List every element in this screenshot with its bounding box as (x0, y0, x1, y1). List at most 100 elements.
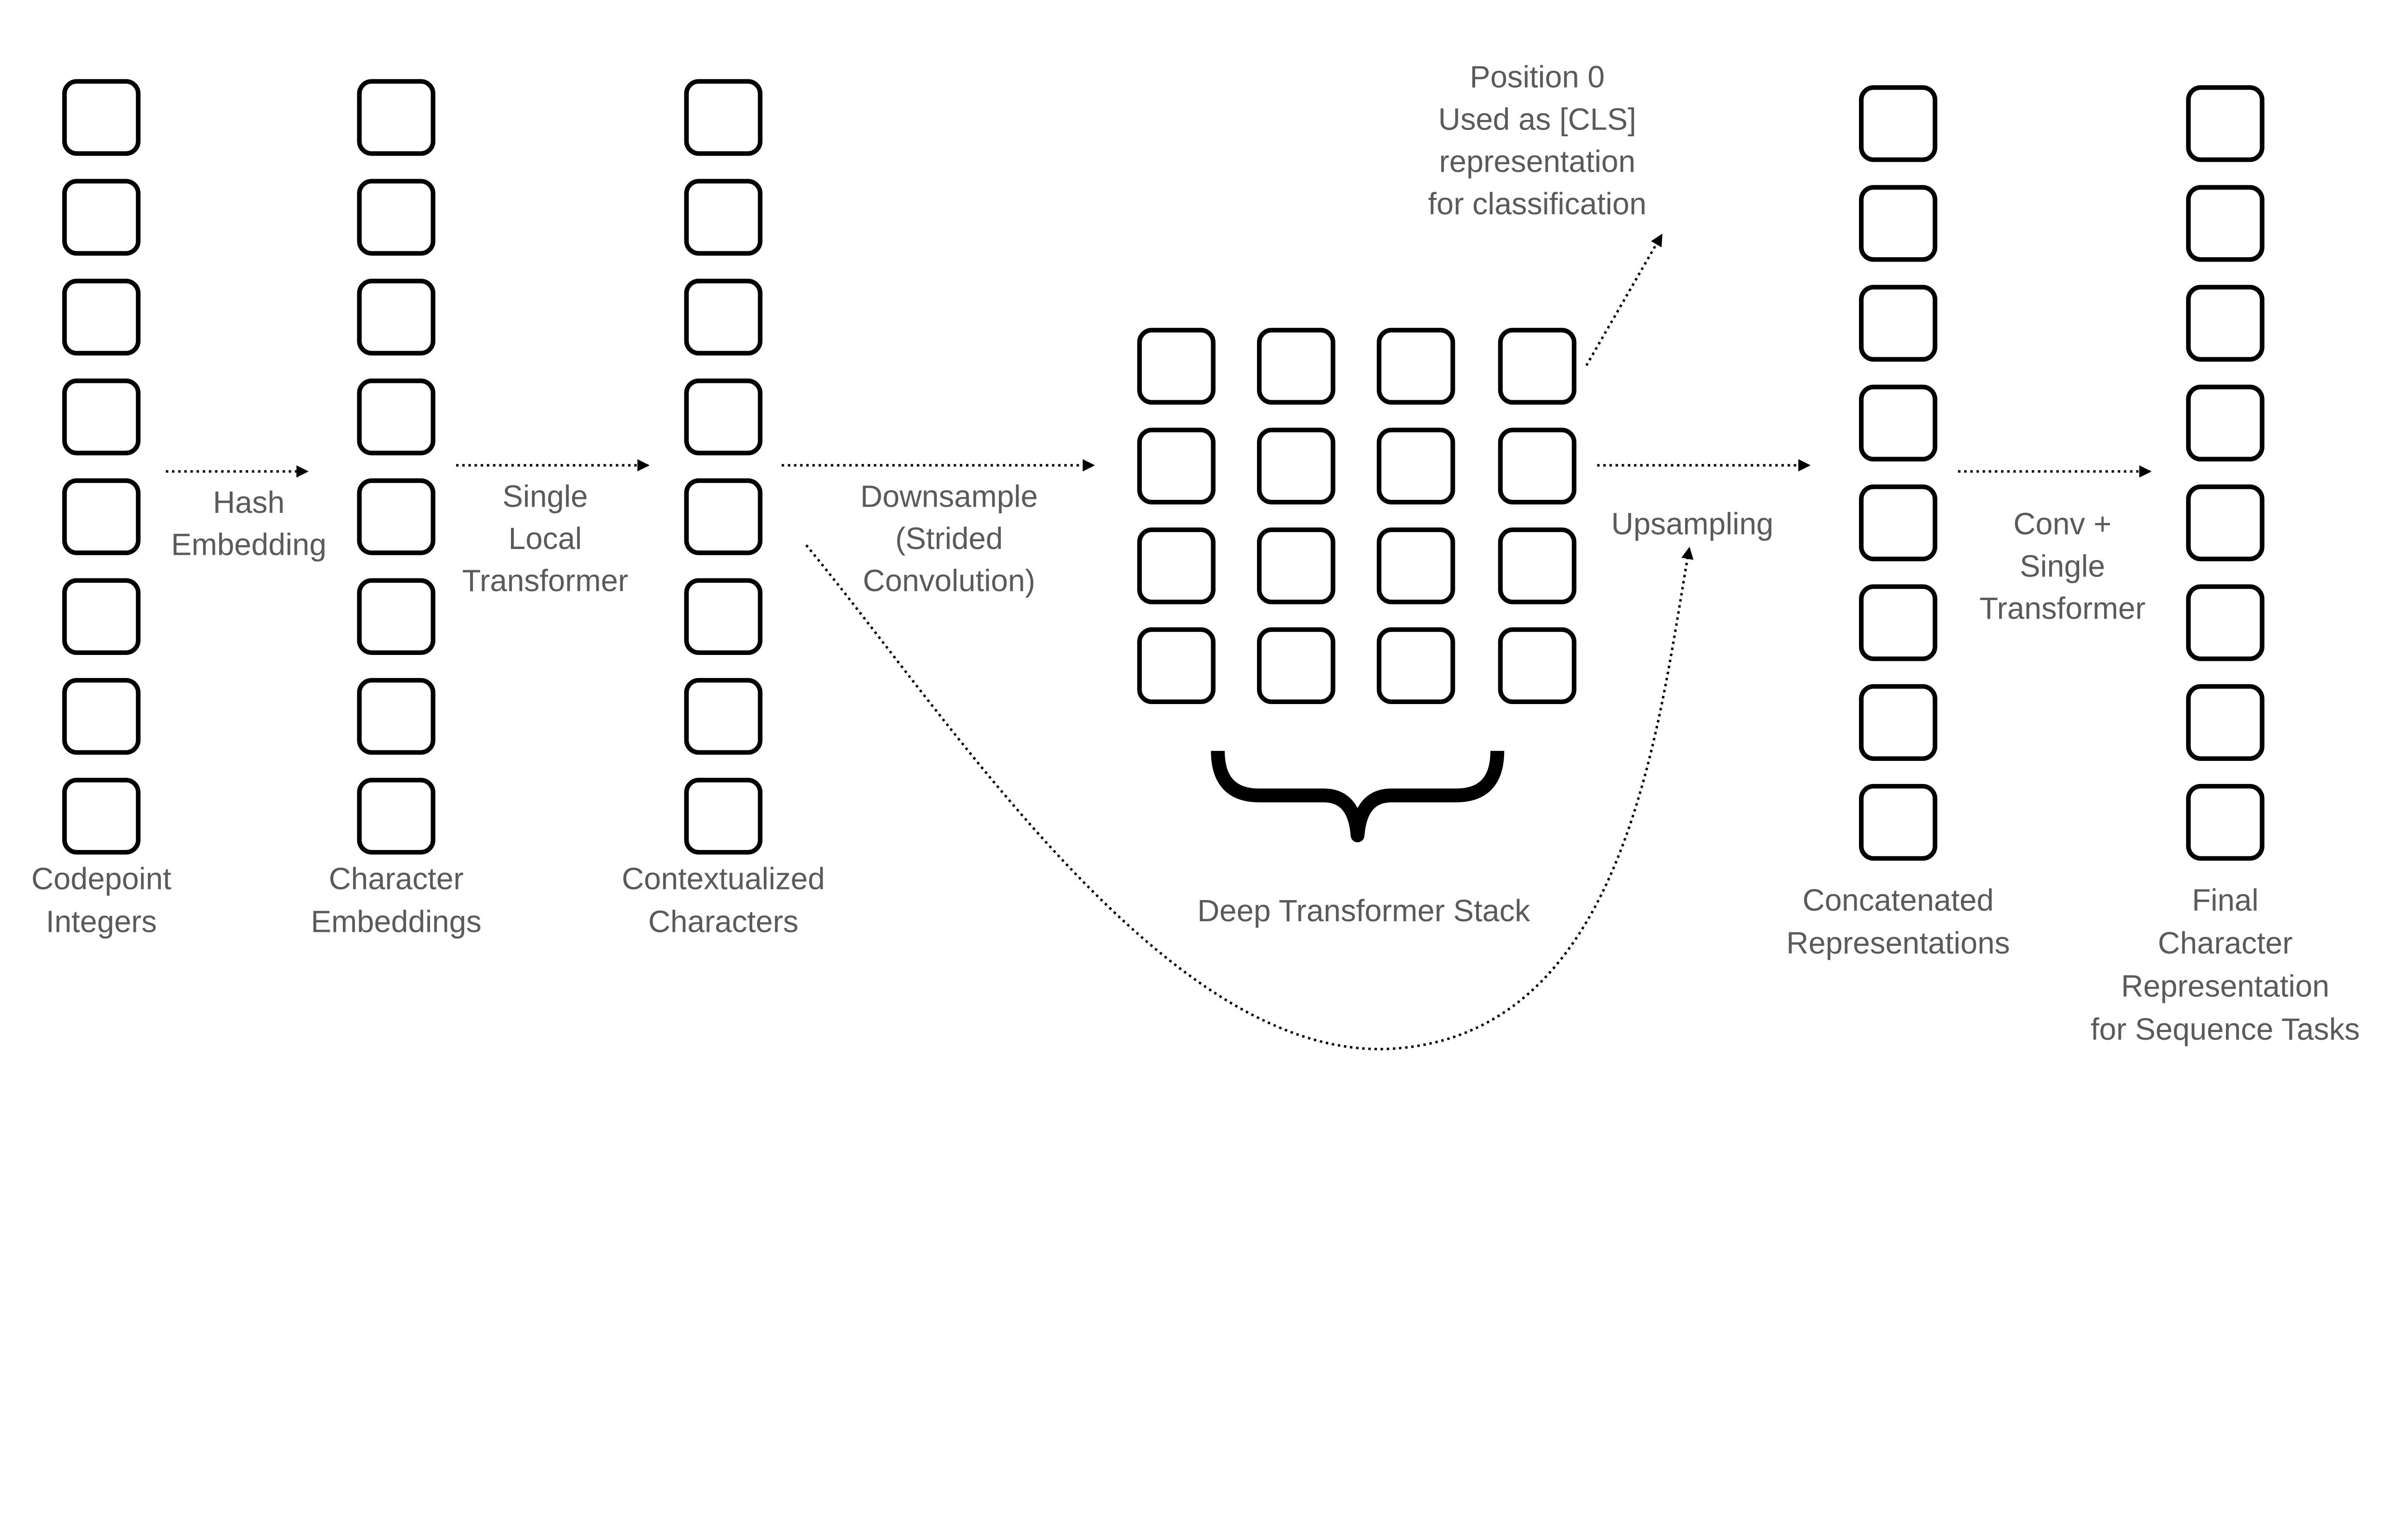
cell-box (684, 379, 763, 456)
column-label-line: Codepoint (31, 861, 171, 896)
grid-label: Deep Transformer Stack (1197, 893, 1530, 928)
cell-box (357, 678, 436, 755)
column-label-line: Character (329, 861, 464, 896)
grid-cell-box (1498, 327, 1577, 405)
cell-box (684, 678, 763, 755)
cell-box (1859, 85, 1937, 162)
cell-box (1859, 584, 1937, 661)
cell-box (62, 678, 141, 755)
cell-box (357, 379, 436, 456)
cell-box (1859, 484, 1937, 562)
grid-cell-box (1498, 627, 1577, 705)
grid-cell-box (1498, 428, 1577, 505)
edge-label-line: Local (509, 521, 582, 556)
grid-cell-box (1257, 428, 1335, 505)
cell-box (684, 179, 763, 256)
edge-label-line: Embedding (171, 527, 327, 562)
cell-box (2186, 784, 2264, 861)
cell-box (62, 478, 141, 555)
column-label-line: Characters (648, 904, 798, 939)
cell-box (62, 79, 141, 156)
edge-label: Upsampling (1611, 507, 1774, 541)
column-label-line: Final (2192, 883, 2258, 917)
grid-cell-box (1376, 327, 1455, 405)
cell-box (357, 478, 436, 555)
edge-label-line: Used as [CLS] (1438, 102, 1636, 136)
cell-box (1859, 185, 1937, 262)
cell-box (62, 578, 141, 655)
grid-cell-box (1376, 428, 1455, 505)
column-label-line: Concatenated (1803, 883, 1994, 917)
edge-label-line: Conv + (2014, 507, 2112, 541)
cell-box (1859, 285, 1937, 362)
cell-box (62, 179, 141, 256)
column-label-line: Representation (2121, 969, 2329, 1004)
cell-box (357, 179, 436, 256)
grid-cell-box (1498, 527, 1577, 604)
grid-cell-box (1137, 428, 1216, 505)
cell-box (357, 79, 436, 156)
cell-box (2186, 285, 2264, 362)
cell-box (684, 578, 763, 655)
edge-residual-skip (805, 544, 1694, 1050)
grid-cell-box (1257, 327, 1335, 405)
edge-label-line: Single (2020, 549, 2105, 583)
grid-cell-box (1257, 627, 1335, 705)
edge-label-line: Upsampling (1611, 507, 1774, 541)
cell-box (2186, 185, 2264, 262)
edge-upsampling: Upsampling (1597, 459, 1811, 541)
arrow-icon (1585, 234, 1663, 366)
cell-box (684, 278, 763, 356)
cell-box (684, 778, 763, 855)
edge-label-line: Convolution) (863, 563, 1035, 598)
cell-box (684, 79, 763, 156)
brace-icon (1211, 750, 1505, 843)
column-label-line: Representations (1786, 926, 2010, 960)
edge-label-line: representation (1439, 144, 1636, 179)
cell-box (2186, 684, 2264, 761)
cell-box (62, 278, 141, 356)
edge-label-line: Hash (213, 485, 285, 520)
cell-box (357, 578, 436, 655)
cell-box (357, 278, 436, 356)
cell-box (684, 478, 763, 555)
cell-box (1859, 784, 1937, 861)
column-label-line: for Sequence Tasks (2091, 1012, 2360, 1046)
edge-label-line: (Strided (895, 521, 1003, 556)
grid-cell-box (1257, 527, 1335, 604)
cell-box (1859, 684, 1937, 761)
edge-label-line: Transformer (1979, 591, 2146, 626)
grid-cell-box (1376, 527, 1455, 604)
grid-cell-box (1137, 627, 1216, 705)
deep-transformer-grid (1137, 327, 1577, 705)
arrow-icon (805, 544, 1694, 1050)
column-label-line: Contextualized (622, 861, 825, 896)
cell-box (62, 778, 141, 855)
edge-label-line: Transformer (462, 563, 628, 598)
edge-label-line: Single (502, 479, 588, 513)
column-label-line: Embeddings (311, 904, 481, 939)
grid-cell-box (1376, 627, 1455, 705)
edge-label-line: Downsample (860, 479, 1038, 513)
cell-box (2186, 384, 2264, 462)
cell-box (2186, 484, 2264, 562)
column-label-line: Character (2158, 926, 2293, 960)
